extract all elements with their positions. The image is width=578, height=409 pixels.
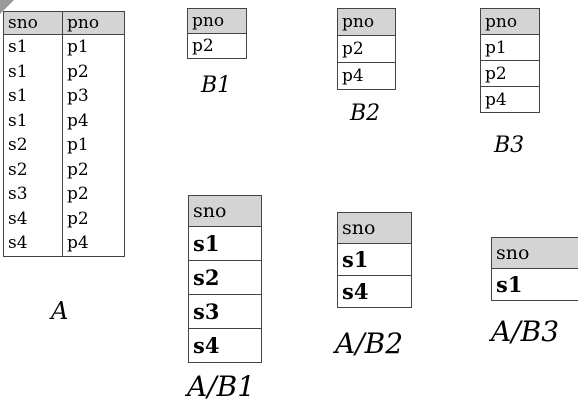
table-row: s4 p4 — [4, 231, 125, 256]
caption-b3: B3 — [494, 133, 525, 158]
table-row: s4 — [188, 328, 262, 363]
column-header: sno — [3, 11, 63, 35]
table-cell: p2 — [62, 206, 125, 231]
caption-b1: B1 — [201, 73, 232, 98]
table-a-div-b3: sno s1 — [491, 237, 578, 301]
caption-a-div-b1: A/B1 — [187, 370, 256, 403]
caption-a: A — [51, 297, 69, 325]
table-cell: p4 — [62, 108, 125, 133]
table-cell: p2 — [337, 35, 396, 63]
table-cell: p3 — [62, 84, 125, 109]
table-cell: p1 — [62, 34, 125, 60]
table-row: s3 — [188, 294, 262, 329]
caption-a-div-b2: A/B2 — [335, 327, 404, 360]
table-header-row: pno — [480, 8, 540, 35]
table-row: s2 p1 — [4, 133, 125, 158]
table-cell: p4 — [337, 62, 396, 90]
table-cell: s1 — [337, 243, 412, 276]
table-row: s1 p3 — [4, 84, 125, 109]
table-cell: s2 — [188, 260, 262, 295]
table-row: p2 — [337, 35, 396, 63]
table-row: s1 p4 — [4, 108, 125, 133]
table-row: s4 p2 — [4, 206, 125, 231]
table-row: s1 p2 — [4, 59, 125, 84]
table-cell: s4 — [8, 208, 28, 229]
caption-b2: B2 — [350, 101, 381, 126]
column-header: sno — [188, 195, 262, 227]
table-header-row: pno — [337, 8, 396, 36]
table-row: p1 — [480, 34, 540, 61]
table-header-row: sno — [188, 195, 262, 227]
table-cell: s2 — [8, 135, 28, 156]
table-b3: pno p1 p2 p4 — [480, 8, 540, 113]
column-header: pno — [187, 8, 247, 34]
table-row: p2 — [187, 33, 247, 59]
table-cell: s1 — [8, 37, 28, 58]
table-cell: p4 — [62, 231, 125, 256]
table-cell: s4 — [8, 233, 28, 254]
column-header: sno — [491, 237, 578, 269]
table-cell: s1 — [8, 86, 28, 107]
table-row: s1 — [491, 268, 578, 301]
table-cell: s1 — [491, 268, 578, 301]
caption-a-div-b3: A/B3 — [491, 315, 560, 348]
table-row: s1 p1 — [4, 34, 125, 60]
table-a-div-b2: sno s1 s4 — [337, 212, 412, 308]
table-row: p4 — [337, 62, 396, 90]
table-row: s2 p2 — [4, 157, 125, 182]
table-cell: s1 — [188, 226, 262, 261]
table-cell: p4 — [480, 86, 540, 113]
table-row: s2 — [188, 260, 262, 295]
table-cell: p1 — [62, 133, 125, 158]
table-cell: s2 — [8, 159, 28, 180]
table-row: s4 — [337, 275, 412, 308]
table-cell: p1 — [480, 34, 540, 61]
table-b2: pno p2 p4 — [337, 8, 396, 90]
table-cell: p2 — [62, 182, 125, 207]
table-cell: s4 — [337, 275, 412, 308]
table-cell: p2 — [187, 33, 247, 59]
table-row: s3 p2 — [4, 182, 125, 207]
table-header-row: sno — [491, 237, 578, 269]
table-b1: pno p2 — [187, 8, 247, 59]
table-cell: p2 — [62, 59, 125, 84]
table-cell: s3 — [188, 294, 262, 329]
table-a: sno pno s1 p1 s1 p2 s1 p3 s1 p4 s2 p1 s2 p2 s3… — [3, 11, 125, 257]
table-a-div-b1: sno s1 s2 s3 s4 — [188, 195, 262, 363]
table-header-row: sno pno — [3, 11, 125, 35]
column-header: sno — [337, 212, 412, 244]
table-header-row: pno — [187, 8, 247, 34]
table-cell: s1 — [8, 110, 28, 131]
table-cell: s3 — [8, 184, 28, 205]
table-row: p2 — [480, 60, 540, 87]
table-header-row: sno — [337, 212, 412, 244]
table-row: s1 — [337, 243, 412, 276]
table-cell: p2 — [62, 157, 125, 182]
table-row: s1 — [188, 226, 262, 261]
column-header: pno — [480, 8, 540, 35]
table-cell: s1 — [8, 61, 28, 82]
table-row: p4 — [480, 86, 540, 113]
column-header: pno — [337, 8, 396, 36]
table-cell: s4 — [188, 328, 262, 363]
column-header: pno — [62, 11, 125, 35]
corner-marker — [0, 0, 14, 14]
table-cell: p2 — [480, 60, 540, 87]
